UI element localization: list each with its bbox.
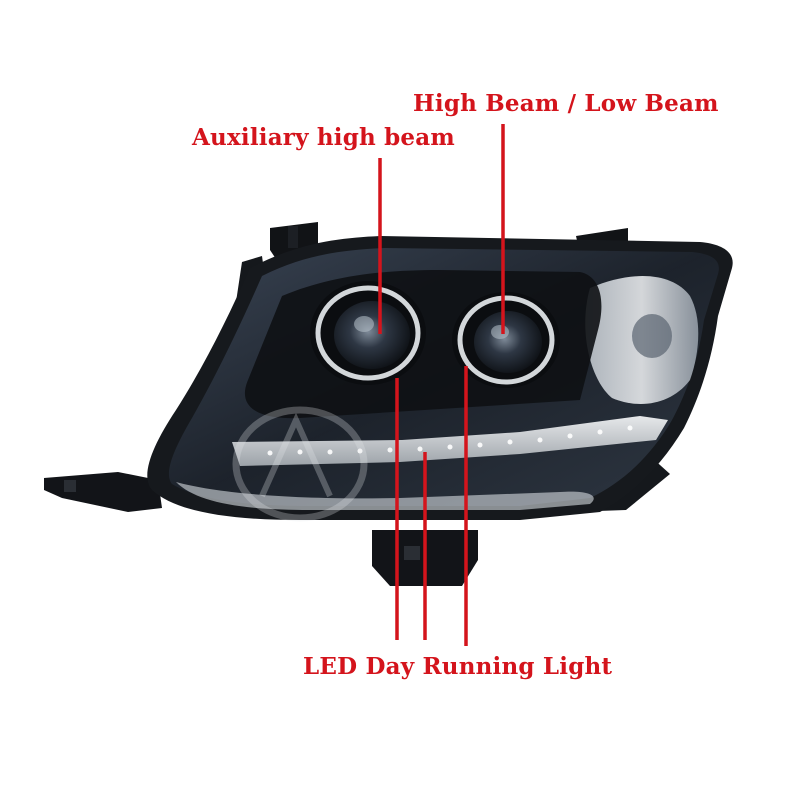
turn-signal-bulb: [632, 314, 672, 358]
auxiliary-projector: [310, 281, 426, 385]
mounting-bracket-bottom-left: [44, 472, 162, 512]
main-projector: [452, 292, 560, 388]
label-auxiliary-high-beam: Auxiliary high beam: [192, 124, 455, 151]
callout-lines: [378, 124, 505, 646]
label-high-low-beam: High Beam / Low Beam: [413, 90, 719, 117]
lower-chrome-trim: [176, 482, 594, 510]
watermark-logo: [232, 406, 368, 522]
led-drl-strip: [232, 416, 668, 466]
led-drl-dots: [267, 425, 633, 456]
label-led-day-running-light: LED Day Running Light: [303, 653, 613, 680]
